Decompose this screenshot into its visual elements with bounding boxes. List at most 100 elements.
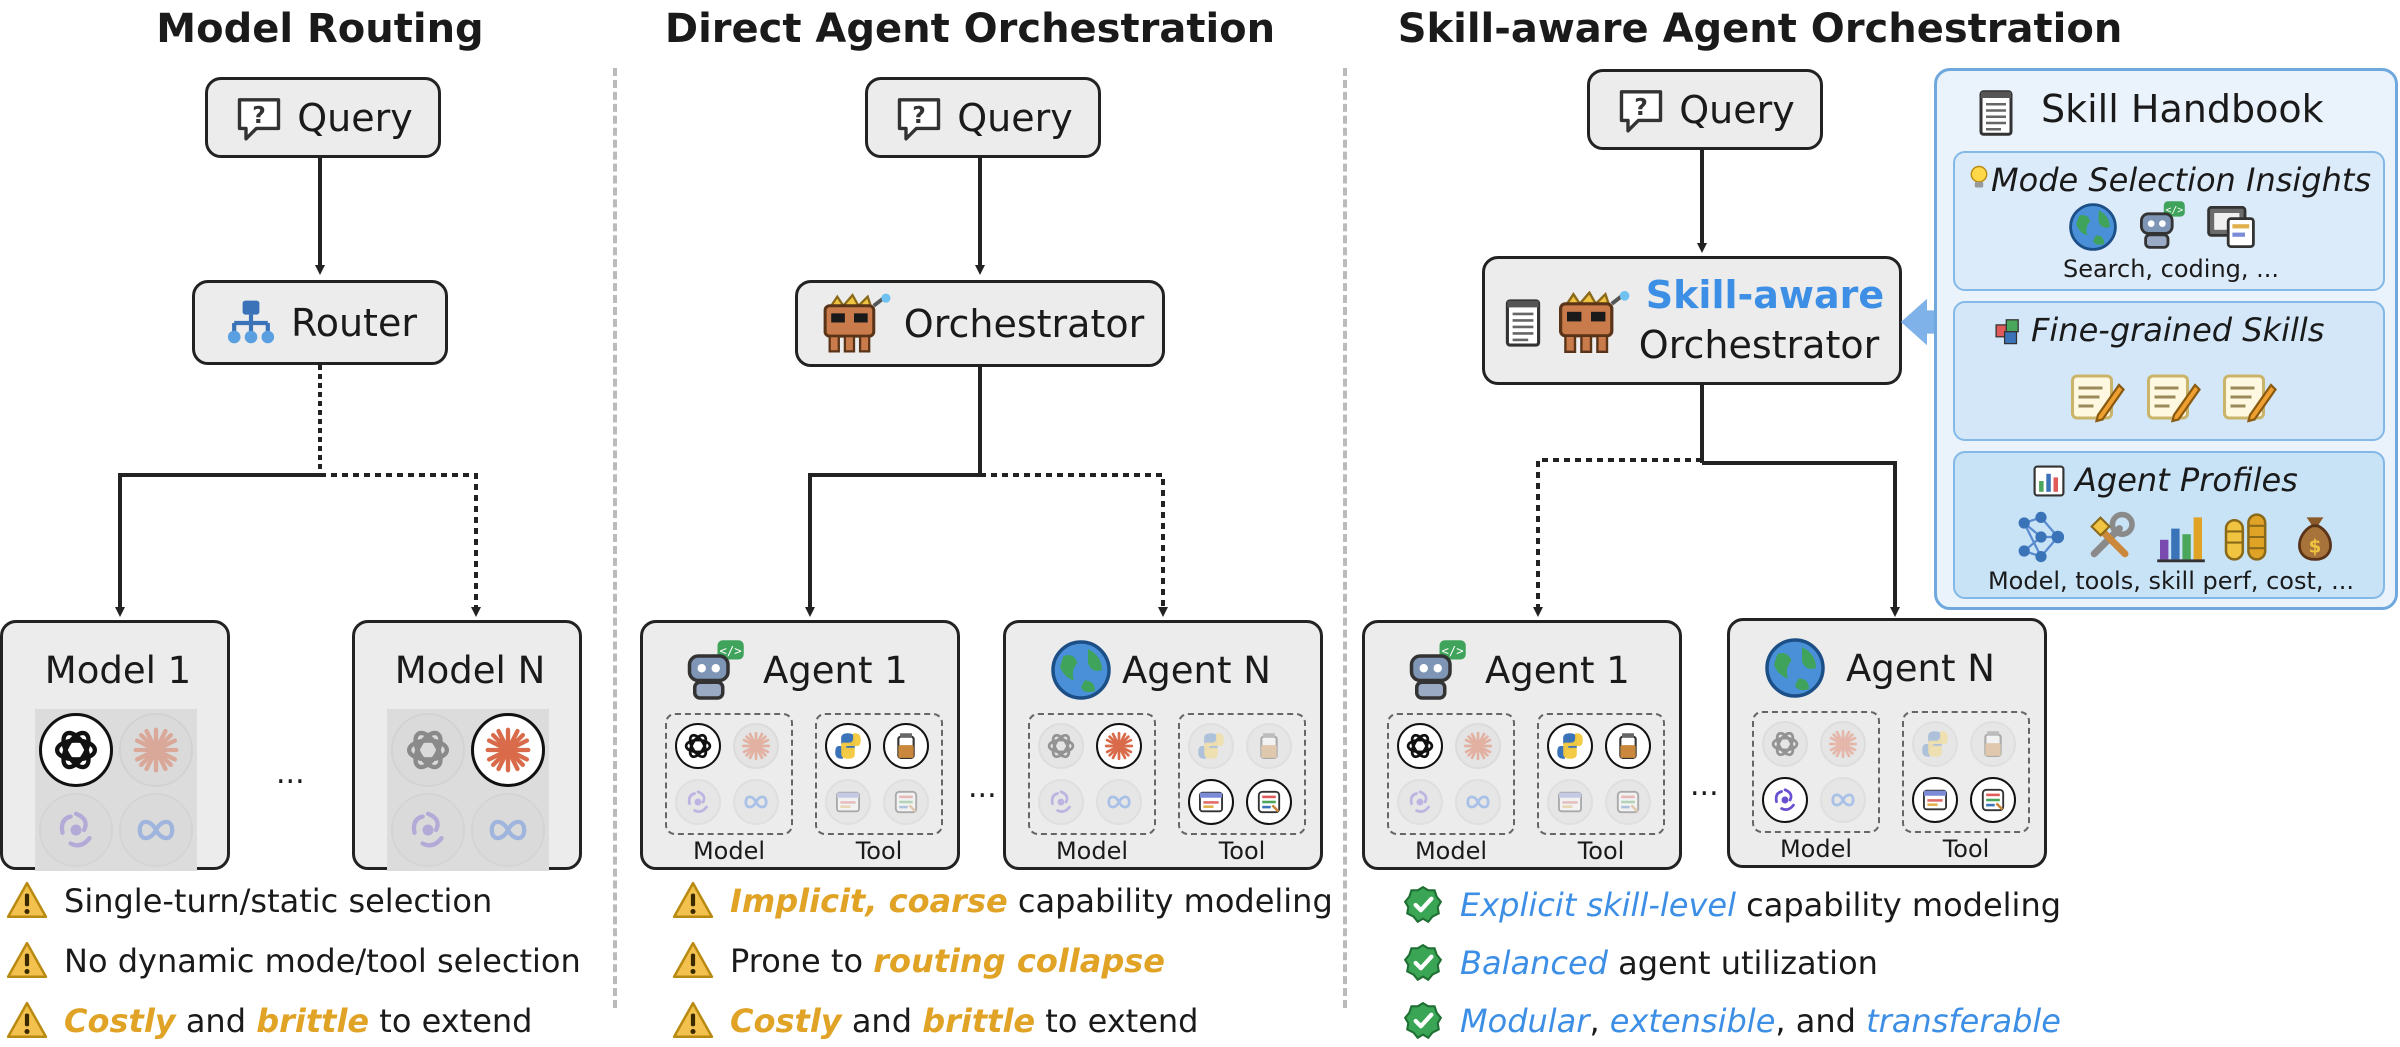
- swirl-logo-icon: [1397, 779, 1443, 825]
- model-n-box[interactable]: Model N: [352, 620, 582, 871]
- bullet-text: Prone to routing collapse: [730, 942, 1165, 980]
- query-box-skill[interactable]: Query: [1587, 69, 1823, 150]
- globe-agent-icon: [2065, 199, 2121, 255]
- claude-logo-icon: [1820, 721, 1866, 767]
- skill-aware-orchestrator-box[interactable]: Skill-aware Orchestrator: [1482, 256, 1902, 385]
- globe-agent-icon: [1760, 633, 1830, 703]
- query-bubble-icon: [1615, 84, 1667, 136]
- agent-n-box-direct[interactable]: Agent N Model Tool: [1003, 620, 1323, 870]
- jar-tool-icon: [1605, 723, 1651, 769]
- model-caption: Model: [1779, 835, 1853, 863]
- openai-logo-icon: [1397, 723, 1443, 769]
- tool-group: [1902, 711, 2030, 833]
- openai-logo-icon: [1038, 723, 1084, 769]
- agent-profiles-caption: Model, tools, skill perf, cost, ...: [1987, 567, 2355, 595]
- tool-group: [1178, 713, 1306, 835]
- skill-card-icon: [2217, 367, 2277, 427]
- routing-bullet-1: Single-turn/static selection: [6, 880, 492, 922]
- orchestrator-box-direct[interactable]: Orchestrator: [795, 280, 1165, 367]
- agent-1-box-direct[interactable]: Agent 1 Model Tool: [640, 620, 960, 870]
- bullet-text: Modular, extensible, and transferable: [1460, 1002, 2061, 1040]
- python-tool-icon: [825, 723, 871, 769]
- meta-logo-icon: [733, 779, 779, 825]
- robot-agent-icon: [2133, 197, 2189, 253]
- tool-group: [1537, 713, 1665, 835]
- jar-tool-icon: [1970, 721, 2016, 767]
- ui-tool-icon: [825, 779, 871, 825]
- tool-group: [815, 713, 943, 835]
- skill-bullet-3: Modular, extensible, and transferable: [1402, 1000, 2061, 1042]
- palette-tool-icon: [1246, 779, 1292, 825]
- bullet-text: Costly and brittle to extend: [730, 1002, 1199, 1040]
- skill-handbook-panel: Skill Handbook Mode Selection Insights S…: [1934, 68, 2398, 610]
- mode-selection-section: Mode Selection Insights Search, coding, …: [1953, 151, 2385, 291]
- router-label: Router: [291, 300, 417, 345]
- tool-caption: Tool: [1218, 837, 1266, 865]
- robot-agent-icon: [679, 635, 749, 705]
- claude-logo-icon: [733, 723, 779, 769]
- direct-bullet-1: Implicit, coarse capability modeling: [672, 880, 1333, 922]
- agent-1-label: Agent 1: [1485, 649, 1630, 692]
- query-bubble-icon: [233, 92, 285, 144]
- neural-network-icon: [2013, 509, 2069, 565]
- bullet-text: Single-turn/static selection: [64, 882, 493, 920]
- tools-icon: [2083, 509, 2139, 565]
- agent-n-box-skill[interactable]: Agent N Model Tool: [1727, 618, 2047, 868]
- check-icon: [1402, 884, 1444, 926]
- python-tool-icon: [1188, 723, 1234, 769]
- warning-icon: [6, 1000, 48, 1042]
- coins-icon: [2219, 509, 2275, 565]
- palette-tool-icon: [883, 779, 929, 825]
- swirl-logo-icon: [675, 779, 721, 825]
- handbook-title: Skill Handbook: [2041, 87, 2324, 131]
- bullet-text: No dynamic mode/tool selection: [64, 942, 581, 980]
- orchestrator-label: Orchestrator: [1638, 323, 1880, 367]
- model-1-box[interactable]: Model 1: [0, 620, 230, 871]
- lightbulb-icon: [1965, 163, 1993, 191]
- orchestrator-robot-icon: [816, 293, 892, 355]
- ellipsis-skill: ...: [1690, 768, 1719, 803]
- meta-logo-icon: [1096, 779, 1142, 825]
- query-box-direct[interactable]: Query: [865, 77, 1101, 158]
- swirl-logo-icon: [1762, 777, 1808, 823]
- query-box-routing[interactable]: Query: [205, 77, 441, 158]
- tool-caption: Tool: [1577, 837, 1625, 865]
- money-bag-icon: [2287, 509, 2343, 565]
- skill-card-icon: [2065, 367, 2125, 427]
- fine-grained-skills-section: Fine-grained Skills: [1953, 301, 2385, 441]
- check-icon: [1402, 1000, 1444, 1042]
- handbook-document-icon: [1971, 85, 2021, 141]
- bullet-text: Implicit, coarse capability modeling: [730, 882, 1333, 920]
- robot-agent-icon: [1401, 635, 1471, 705]
- bullet-text: Balanced agent utilization: [1460, 944, 1878, 982]
- agent-1-label: Agent 1: [763, 649, 908, 692]
- bullet-text: Costly and brittle to extend: [64, 1002, 533, 1040]
- warning-icon: [672, 940, 714, 982]
- meta-logo-icon: [471, 793, 545, 867]
- query-label: Query: [1679, 87, 1795, 132]
- warning-icon: [672, 1000, 714, 1042]
- palette-tool-icon: [1970, 777, 2016, 823]
- laptop-agent-icon: [2203, 199, 2259, 255]
- openai-logo-icon: [391, 713, 465, 787]
- separator-right: [1343, 68, 1347, 1008]
- model-1-label: Model 1: [44, 649, 192, 692]
- handbook-document-icon: [1497, 293, 1549, 353]
- palette-tool-icon: [1605, 779, 1651, 825]
- model-group: [1387, 713, 1515, 835]
- mode-selection-caption: Search, coding, ...: [2062, 255, 2280, 283]
- agent-1-box-skill[interactable]: Agent 1 Model Tool: [1362, 620, 1682, 870]
- fine-grained-skills-title: Fine-grained Skills: [2031, 311, 2325, 349]
- jar-tool-icon: [1246, 723, 1292, 769]
- ellipsis-direct: ...: [968, 770, 997, 805]
- tool-caption: Tool: [855, 837, 903, 865]
- title-skill-orchestration: Skill-aware Agent Orchestration: [1397, 6, 2123, 52]
- query-bubble-icon: [893, 92, 945, 144]
- orchestrator-label: Orchestrator: [903, 301, 1145, 346]
- ui-tool-icon: [1912, 777, 1958, 823]
- router-box[interactable]: Router: [192, 280, 448, 365]
- warning-icon: [6, 880, 48, 922]
- claude-logo-icon: [1455, 723, 1501, 769]
- model-group: [665, 713, 793, 835]
- tool-caption: Tool: [1942, 835, 1990, 863]
